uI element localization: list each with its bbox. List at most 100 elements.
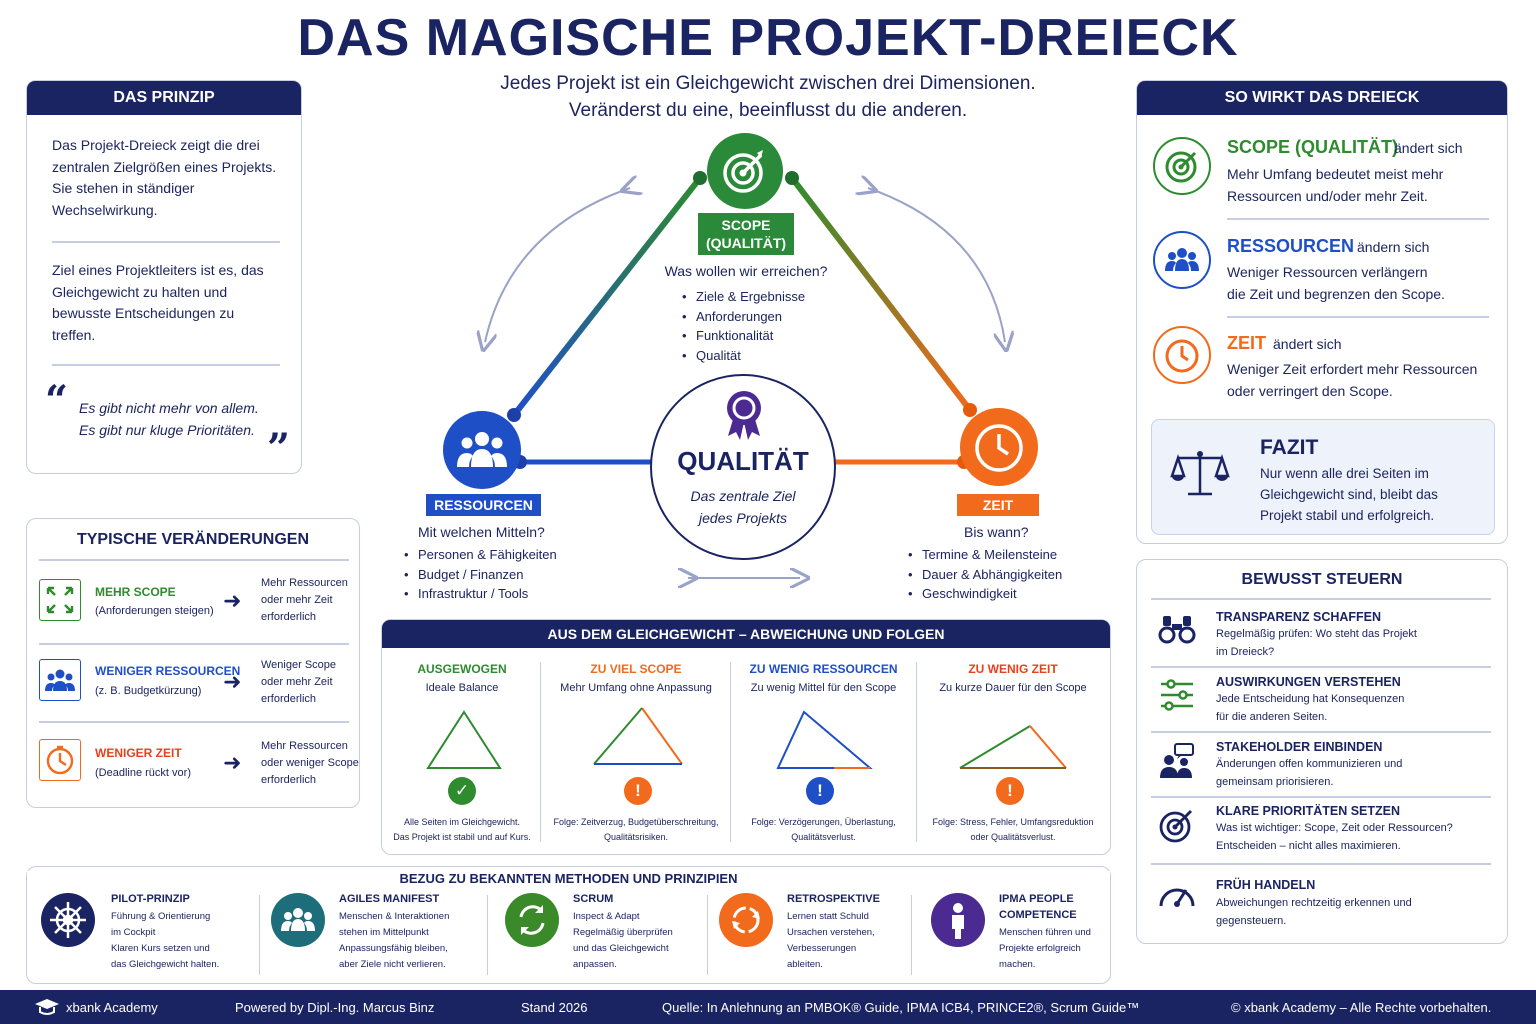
triangle-right-edge: [789, 176, 973, 412]
column-result: Folge: Stress, Fehler, Umfangsreduktion …: [917, 815, 1109, 845]
divider: [259, 895, 260, 975]
divider: [540, 662, 541, 842]
method-text: Menschen & Interaktionen stehen im Mitte…: [339, 909, 449, 973]
typische-title-1: MEHR SCOPE: [95, 585, 176, 599]
arrow-right-icon: ➜: [223, 750, 242, 775]
method-line: Führung & Orientierung: [111, 911, 211, 922]
steuern-title: KLARE PRIORITÄTEN SETZEN: [1216, 804, 1401, 818]
page-title: DAS MAGISCHE PROJEKT-DREIECK: [297, 9, 1239, 67]
steuern-title: TRANSPARENZ SCHAFFEN: [1216, 610, 1382, 624]
column-title: ZU VIEL SCOPE: [590, 662, 682, 676]
scope-label: SCOPE (QUALITÄT): [698, 213, 794, 255]
graduation-cap-icon: [35, 999, 59, 1015]
triangle-left-edge: [511, 176, 703, 417]
warning-icon: !: [996, 777, 1024, 805]
list-item: Anforderungen: [682, 307, 805, 327]
methoden-header: BEZUG ZU BEKANNTEN METHODEN UND PRINZIPI…: [27, 871, 1110, 886]
method-line: das Gleichgewicht halten.: [111, 959, 220, 970]
methoden-card: BEZUG ZU BEKANNTEN METHODEN UND PRINZIPI…: [26, 866, 1111, 984]
prinzip-text-2: Ziel eines Projektleiters ist es, das Gl…: [52, 262, 264, 343]
column-sub: Zu kurze Dauer für den Scope: [939, 682, 1087, 694]
quote-line-2: Es gibt nur kluge Prioritäten.: [79, 422, 255, 438]
arrow-right-icon: ➜: [223, 588, 242, 613]
column-zu-wenig-zeit: ZU WENIG ZEIT Zu kurze Dauer für den Sco…: [917, 662, 1109, 694]
fazit-title: FAZIT: [1260, 436, 1319, 459]
gauge-icon: [1159, 888, 1195, 907]
binoculars-icon: [1158, 616, 1196, 644]
list-item: Termine & Meilensteine: [908, 545, 1062, 565]
quality-sub-2: jedes Projekts: [699, 510, 787, 526]
typische-sub-3: (Deadline rückt vor): [95, 767, 191, 779]
method-line: Klaren Kurs setzen und: [111, 943, 210, 954]
steuern-line: Jede Entscheidung hat Konsequenzen: [1216, 693, 1405, 705]
expand-icon: [39, 579, 81, 621]
check-icon: ✓: [448, 777, 476, 805]
method-line: aber Ziele nicht verlieren.: [339, 959, 446, 970]
result-line: Alle Seiten im Gleichgewicht.: [403, 817, 521, 827]
zeit-label: ZEIT: [957, 494, 1039, 516]
divider: [1151, 666, 1491, 668]
divider: [1151, 598, 1491, 600]
method-line: ableiten.: [787, 959, 823, 970]
list-item: Infrastruktur / Tools: [404, 584, 557, 604]
ressourcen-question: Mit welchen Mitteln?: [418, 524, 545, 540]
wirkt-line: Ressourcen und/oder mehr Zeit.: [1227, 188, 1428, 204]
ressourcen-bullets: Personen & Fähigkeiten Budget / Finanzen…: [404, 545, 557, 604]
method-line: Ursachen verstehen,: [787, 927, 875, 938]
cycle-arrow-left: [485, 188, 630, 342]
wirkt-line: Weniger Zeit erfordert mehr Ressourcen: [1227, 361, 1478, 377]
steuern-line: Abweichungen rechtzeitig erkennen und: [1216, 897, 1412, 909]
method-title: IPMA PEOPLE: [999, 893, 1074, 905]
column-sub: Zu wenig Mittel für den Scope: [750, 682, 897, 694]
method-line: Lernen statt Schuld: [787, 911, 869, 922]
method-line: Menschen führen und: [999, 927, 1091, 938]
column-sub: Ideale Balance: [425, 682, 499, 694]
helm-icon: [41, 893, 95, 947]
sliders-icon: [1161, 679, 1193, 711]
fazit-line: Projekt stabil und erfolgreich.: [1260, 508, 1435, 523]
steuern-line: Regelmäßig prüfen: Wo steht das Projekt: [1216, 628, 1417, 640]
method-text: Menschen führen und Projekte erfolgreich…: [999, 925, 1091, 973]
list-item: Ziele & Ergebnisse: [682, 287, 805, 307]
divider: [39, 721, 349, 723]
method-line: Regelmäßig überprüfen: [573, 927, 673, 938]
scale-icon: [1170, 451, 1230, 496]
list-item: Qualität: [682, 346, 805, 366]
wirkt-suffix: ändern sich: [1357, 239, 1430, 255]
result-line: oder Qualitätsverlust.: [970, 832, 1056, 842]
column-title: ZU WENIG RESSOURCEN: [749, 662, 898, 676]
footer-powered: Powered by Dipl.-Ing. Marcus Binz: [235, 1000, 435, 1015]
steuern-line: Entscheiden – nicht alles maximieren.: [1216, 840, 1401, 852]
steuern-line: gemeinsam priorisieren.: [1216, 776, 1334, 788]
divider: [911, 895, 912, 975]
quality-title: QUALITÄT: [677, 446, 809, 476]
clock-icon: [39, 739, 81, 781]
footer-academy: xbank Academy: [66, 1000, 158, 1015]
gleichgewicht-columns: AUSGEWOGEN Ideale Balance ✓ Alle Seiten …: [382, 620, 1110, 854]
divider: [1227, 316, 1489, 318]
divider: [39, 643, 349, 645]
method-line: im Cockpit: [111, 927, 156, 938]
wirkt-title: RESSOURCEN: [1227, 236, 1355, 256]
prinzip-text-1: Das Projekt-Dreieck zeigt die drei zentr…: [52, 137, 277, 218]
divider: [1151, 863, 1491, 865]
wirkt-suffix: ändert sich: [1273, 336, 1342, 352]
typische-result-3: Mehr Ressourcen oder weniger Scope erfor…: [261, 740, 359, 786]
method-line: anpassen.: [573, 959, 617, 970]
warning-icon: !: [624, 777, 652, 805]
column-zu-viel-scope: ZU VIEL SCOPE Mehr Umfang ohne Anpassung: [542, 662, 730, 694]
footer-stand: Stand 2026: [521, 1000, 588, 1015]
fazit-line: Nur wenn alle drei Seiten im: [1260, 466, 1429, 481]
quote-close-icon: ”: [267, 425, 291, 472]
divider: [52, 241, 280, 243]
scope-heavy-triangle: [593, 707, 683, 765]
result-line: Folge: Verzögerungen, Überlastung,: [751, 817, 896, 827]
fazit-box: FAZIT Nur wenn alle drei Seiten im Gleic…: [1151, 419, 1495, 535]
clock-icon: [960, 408, 1038, 486]
typische-sub-2: (z. B. Budgetkürzung): [95, 685, 202, 697]
wirkt-suffix: ändert sich: [1394, 140, 1463, 156]
list-item: Personen & Fähigkeiten: [404, 545, 557, 565]
cycle-icon: [505, 893, 559, 947]
steuern-title: STAKEHOLDER EINBINDEN: [1216, 740, 1383, 754]
column-result: Folge: Verzögerungen, Überlastung, Quali…: [731, 815, 916, 845]
